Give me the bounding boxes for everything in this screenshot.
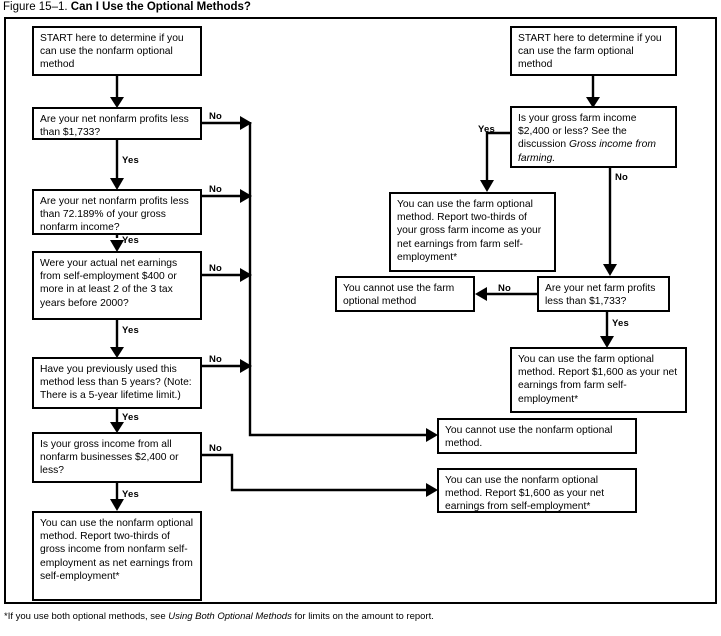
node-farm-question-2: Are your net farm profits less than $1,7… <box>537 276 670 312</box>
arrowhead-q3-no <box>240 268 252 282</box>
node-nonfarm-question-1: Are your net nonfarm profits less than $… <box>32 107 202 140</box>
edge-no-bus-to-cannot <box>248 122 427 437</box>
footnote-prefix: *If you use both optional methods, see <box>4 611 169 622</box>
edge-fq1-yes <box>485 131 510 181</box>
edge-q5-no <box>202 453 427 492</box>
node-farm-result-two-thirds: You can use the farm optional method. Re… <box>389 192 556 272</box>
edge-label-nonfarm-q4-yes: Yes <box>122 412 139 423</box>
arrowhead-no-bus-to-cannot <box>426 428 438 442</box>
arrowhead-start-to-q1 <box>110 97 124 108</box>
arrowhead-fq1-no <box>603 264 617 276</box>
edge-label-farm-q1-yes: Yes <box>478 124 495 135</box>
edge-label-nonfarm-q4-no: No <box>209 354 223 365</box>
arrowhead-farmstart-to-fq1 <box>586 97 600 108</box>
node-farm-cannot-use: You cannot use the farm optional method <box>335 276 475 312</box>
node-nonfarm-start: START here to determine if you can use t… <box>32 26 202 76</box>
figure-title: Figure 15–1. Can I Use the Optional Meth… <box>3 0 718 15</box>
arrowhead-fq1-yes <box>480 180 494 192</box>
arrowhead-q4-no <box>240 359 252 373</box>
node-farm-start: START here to determine if you can use t… <box>510 26 677 76</box>
arrowhead-q5-no <box>426 483 438 497</box>
edge-label-nonfarm-q5-no: No <box>209 443 223 454</box>
node-farm-question-1-text: Is your gross farm income $2,400 or less… <box>518 113 637 151</box>
arrowhead-q1-no <box>240 116 252 130</box>
arrowhead-fq2-no <box>475 287 487 301</box>
node-farm-question-1: Is your gross farm income $2,400 or less… <box>510 106 677 168</box>
arrowhead-q2-yes <box>110 240 124 252</box>
arrowhead-q1-yes <box>110 178 124 190</box>
node-nonfarm-result-1600: You can use the nonfarm optional method.… <box>437 468 637 513</box>
edge-label-nonfarm-q1-no: No <box>209 111 223 122</box>
footnote-suffix: for limits on the amount to report. <box>291 611 434 622</box>
node-nonfarm-question-5: Is your gross income from all nonfarm bu… <box>32 432 202 483</box>
edge-label-nonfarm-q1-yes: Yes <box>122 155 139 166</box>
arrowhead-q5-yes <box>110 499 124 511</box>
footnote-italic-title: Using Both Optional Methods <box>168 611 292 622</box>
arrowhead-q4-yes <box>110 422 124 433</box>
edge-label-nonfarm-q3-yes: Yes <box>122 325 139 336</box>
flowchart-frame <box>4 17 717 604</box>
edge-label-nonfarm-q2-yes: Yes <box>122 235 139 246</box>
edge-label-nonfarm-q5-yes: Yes <box>122 489 139 500</box>
arrowhead-q2-no <box>240 189 252 203</box>
edge-label-nonfarm-q2-no: No <box>209 184 223 195</box>
edge-label-farm-q2-yes: Yes <box>612 318 629 329</box>
node-nonfarm-question-4: Have you previously used this method les… <box>32 357 202 409</box>
edge-label-nonfarm-q3-no: No <box>209 263 223 274</box>
node-farm-question-1-italic: Gross income from farming. <box>518 139 656 164</box>
figure-footnote: *If you use both optional methods, see U… <box>4 610 717 626</box>
arrowhead-q3-yes <box>110 347 124 358</box>
node-nonfarm-question-2: Are your net nonfarm profits less than 7… <box>32 189 202 235</box>
node-farm-result-1600: You can use the farm optional method. Re… <box>510 347 687 413</box>
arrowhead-fq2-yes <box>600 336 614 348</box>
node-nonfarm-question-3: Were your actual net earnings from self-… <box>32 251 202 320</box>
node-nonfarm-cannot-use: You cannot use the nonfarm optional meth… <box>437 418 637 454</box>
edge-label-farm-q2-no: No <box>498 283 512 294</box>
figure-heading: Can I Use the Optional Methods? <box>70 1 251 13</box>
figure-number: Figure 15–1. <box>3 1 68 13</box>
edge-label-farm-q1-no: No <box>615 172 629 183</box>
node-nonfarm-result-two-thirds: You can use the nonfarm optional method.… <box>32 511 202 601</box>
